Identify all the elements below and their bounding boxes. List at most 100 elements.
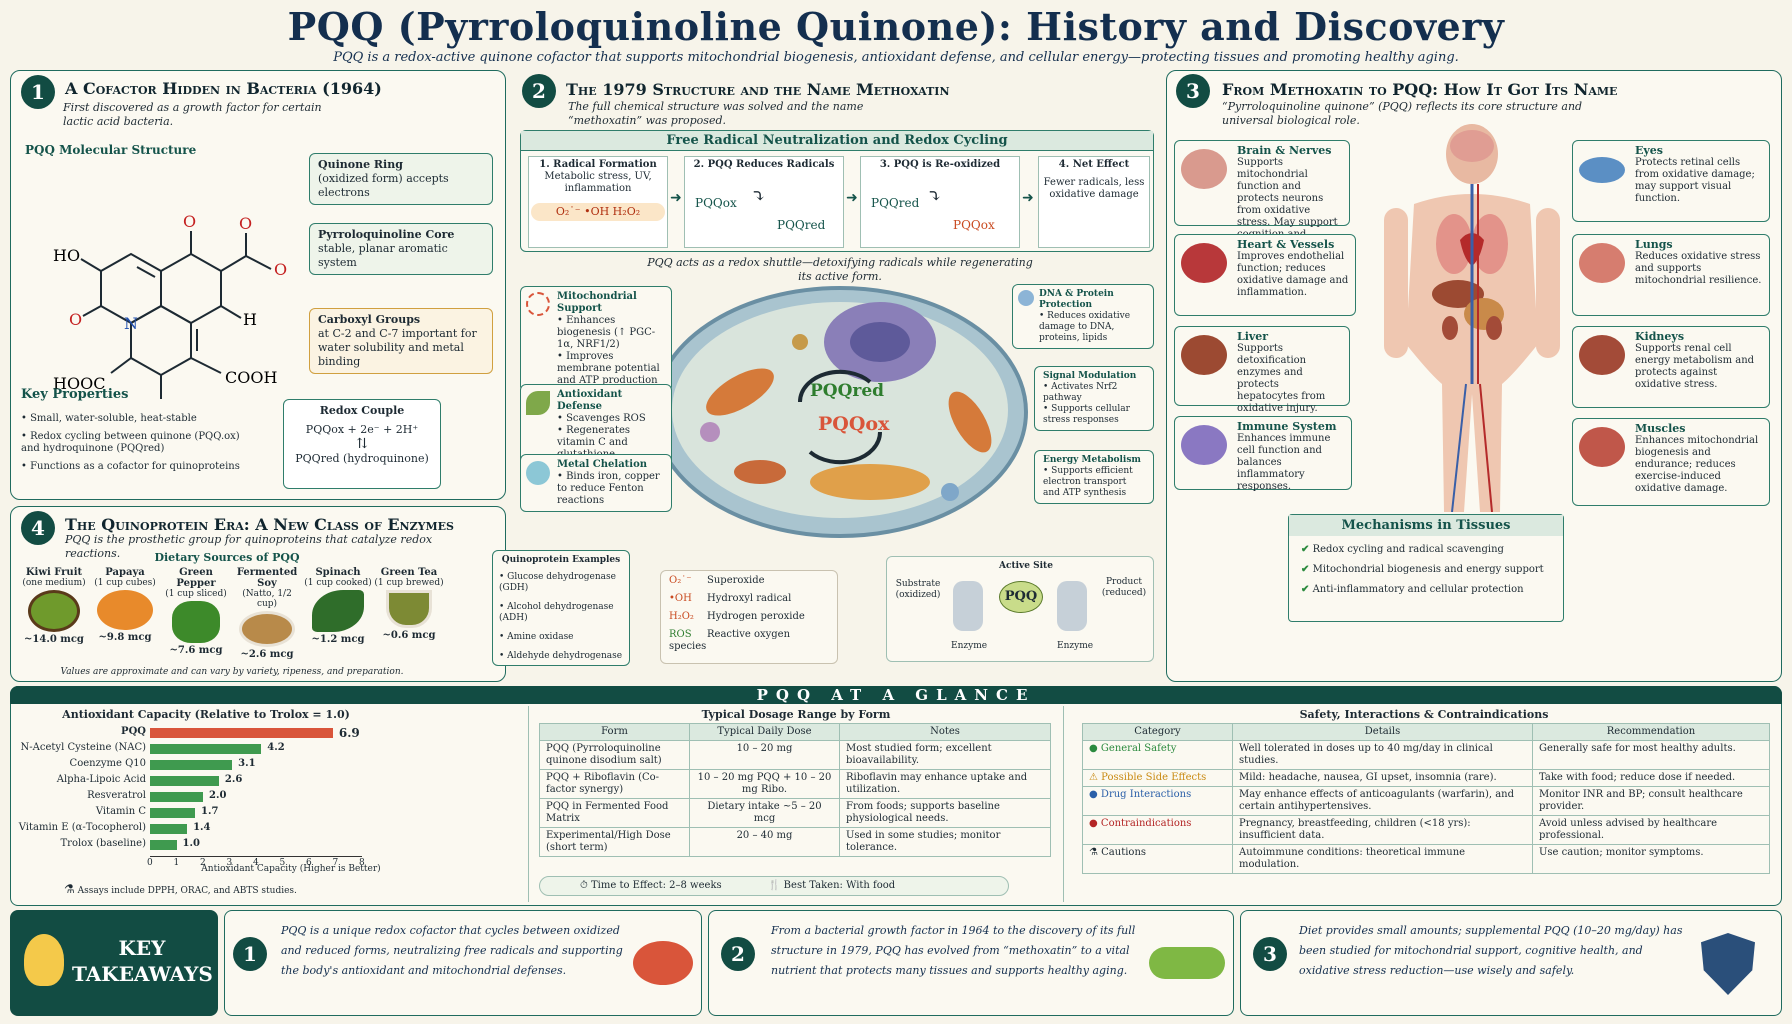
- takeaways-label-1: KEY: [118, 936, 166, 960]
- x-tick-label: 0: [147, 858, 153, 868]
- panel-title: A Cofactor Hidden in Bacteria (1964): [65, 79, 382, 98]
- food-green-pepper: Green Pepper(1 cup sliced)~7.6 mcg: [165, 567, 227, 656]
- bar-value-label: 2.0: [209, 790, 227, 801]
- panel-4: 4 The Quinoprotein Era: A New Class of E…: [10, 506, 506, 682]
- bar-value-label: 1.7: [201, 806, 219, 817]
- panel-number: 3: [1176, 74, 1210, 108]
- chart-xlabel: Antioxidant Capacity (Higher is Better): [201, 864, 381, 874]
- redox-line-1: PQQox + 2e⁻ + 2H⁺: [305, 423, 419, 436]
- enzyme-shape: [953, 581, 983, 631]
- col-header: Recommendation: [1532, 723, 1770, 741]
- atom-n: N: [124, 314, 138, 333]
- col-header: Typical Daily Dose: [689, 723, 840, 741]
- x-tick-label: 6: [306, 858, 312, 868]
- heart-icon: [1181, 243, 1227, 283]
- takeaways-label: KEY TAKEAWAYS: [10, 910, 218, 1016]
- safety-title: Safety, Interactions & Contraindications: [1299, 708, 1549, 721]
- panel-title: The 1979 Structure and the Name Methoxat…: [566, 80, 950, 99]
- callout-core: Pyrroloquinoline Core stable, planar aro…: [309, 223, 493, 275]
- eye-icon: [1579, 157, 1625, 183]
- cell-pqq-ox: PQQox: [818, 413, 890, 435]
- atom-o: O: [69, 310, 82, 329]
- bar: [150, 808, 196, 818]
- panel-subtitle: First discovered as a growth factor for …: [63, 101, 322, 128]
- food-icon: [28, 590, 80, 632]
- bar-label: Trolox (baseline): [60, 838, 146, 849]
- redox-couple-box: Redox Couple PQQox + 2e⁻ + 2H⁺ ⇅ PQQred …: [283, 399, 441, 489]
- key-property: • Small, water-soluble, heat-stable: [21, 413, 197, 424]
- key-property: • Redox cycling between quinone (PQQ.ox)…: [21, 431, 240, 454]
- panel-subtitle: The full chemical structure was solved a…: [568, 100, 864, 127]
- shield-icon: [1701, 933, 1755, 995]
- flow-step-3: 3. PQQ is Re-oxidized PQQred ⤵ PQQox: [860, 156, 1020, 248]
- ros-item: O₂˙⁻Superoxide: [669, 575, 765, 586]
- active-site-box: Active Site Substrate (oxidized) Product…: [886, 556, 1154, 662]
- atom-h: H: [243, 310, 257, 329]
- atom-hooc: HOOC: [53, 374, 105, 393]
- bar: [150, 824, 188, 834]
- atom-o: O: [183, 212, 196, 231]
- atom-cooh: COOH: [225, 368, 277, 387]
- mechanisms-title: Mechanisms in Tissues: [1289, 515, 1563, 536]
- bar-label: Vitamin C: [95, 806, 146, 817]
- pqq-molecule-structure: O O O H HO O N HOOC COOH: [53, 212, 287, 399]
- panel-number: 4: [21, 511, 55, 545]
- lightbulb-icon: [24, 934, 64, 986]
- col-header: Notes: [839, 723, 1051, 741]
- leaf-icon: [526, 391, 550, 415]
- feature-energy-metabolism: Energy Metabolism• Supports efficient el…: [1034, 450, 1154, 504]
- bar: [150, 728, 333, 738]
- structure-label: PQQ Molecular Structure: [25, 143, 197, 157]
- feature-metal-chelation: Metal Chelation• Binds iron, copper to r…: [520, 454, 672, 512]
- metal-icon: [526, 461, 550, 485]
- interaction-icon: ●: [1089, 789, 1098, 800]
- enzyme-label: Enzyme: [951, 641, 988, 651]
- bar: [150, 776, 219, 786]
- feature-dna-protection: DNA & Protein Protection• Reduces oxidat…: [1012, 284, 1154, 349]
- food-icon: [239, 611, 295, 647]
- table-row: Experimental/High Dose (short term)20 – …: [539, 827, 1051, 857]
- mechanisms-box: Mechanisms in Tissues ✔ Redox cycling an…: [1288, 514, 1564, 622]
- callout-text: at C-2 and C-7 important for water solub…: [318, 327, 477, 368]
- enzyme-label: Enzyme: [1057, 641, 1094, 651]
- flow-arrow-icon: ➜: [670, 190, 682, 206]
- takeaway-text: From a bacterial growth factor in 1964 t…: [771, 924, 1136, 977]
- bar-label: N-Acetyl Cysteine (NAC): [20, 742, 146, 753]
- dosage-title: Typical Dosage Range by Form: [701, 708, 891, 721]
- bar-label: Vitamin E (α-Tocopherol): [18, 822, 146, 833]
- feature-signal-modulation: Signal Modulation• Activates Nrf2 pathwa…: [1034, 366, 1154, 431]
- key-property: • Functions as a cofactor for quinoprote…: [21, 461, 240, 472]
- qp-title: Quinoprotein Examples: [501, 555, 621, 565]
- flask-icon: ⚗: [64, 882, 75, 896]
- check-icon: ✔: [1301, 584, 1310, 595]
- food-icon: [386, 590, 432, 628]
- x-tick-label: 2: [200, 858, 206, 868]
- radical-symbols: O₂˙⁻ •OH H₂O₂: [531, 203, 665, 221]
- bar-label: PQQ: [121, 726, 146, 737]
- dosage-footer: ⏱ Time to Effect: 2–8 weeks 🍴 Best Taken…: [539, 876, 1009, 896]
- food-green-tea: Green Tea(1 cup brewed)~0.6 mcg: [374, 567, 444, 641]
- panel-subtitle: PQQ is the prosthetic group for quinopro…: [65, 533, 433, 560]
- diet-title: Dietary Sources of PQQ: [154, 551, 300, 564]
- flow-step-2: 2. PQQ Reduces Radicals PQQox ⤵ PQQred: [684, 156, 844, 248]
- chart-note: ⚗ Assays include DPPH, ORAC, and ABTS st…: [64, 882, 297, 896]
- mito-icon: [526, 292, 550, 316]
- table-row: PQQ + Riboflavin (Co-factor synergy)10 –…: [539, 769, 1051, 799]
- takeaway-text: PQQ is a unique redox cofactor that cycl…: [281, 924, 623, 977]
- food-spinach: Spinach(1 cup cooked)~1.2 mcg: [304, 567, 372, 645]
- food-icon: [172, 601, 220, 643]
- page-title: PQQ (Pyrroloquinoline Quinone): History …: [287, 4, 1505, 49]
- clock-icon: ⏱: [580, 880, 588, 891]
- col-header: Category: [1082, 723, 1233, 741]
- flow-title: Free Radical Neutralization and Redox Cy…: [521, 131, 1153, 151]
- bar-value-label: 1.0: [182, 838, 200, 849]
